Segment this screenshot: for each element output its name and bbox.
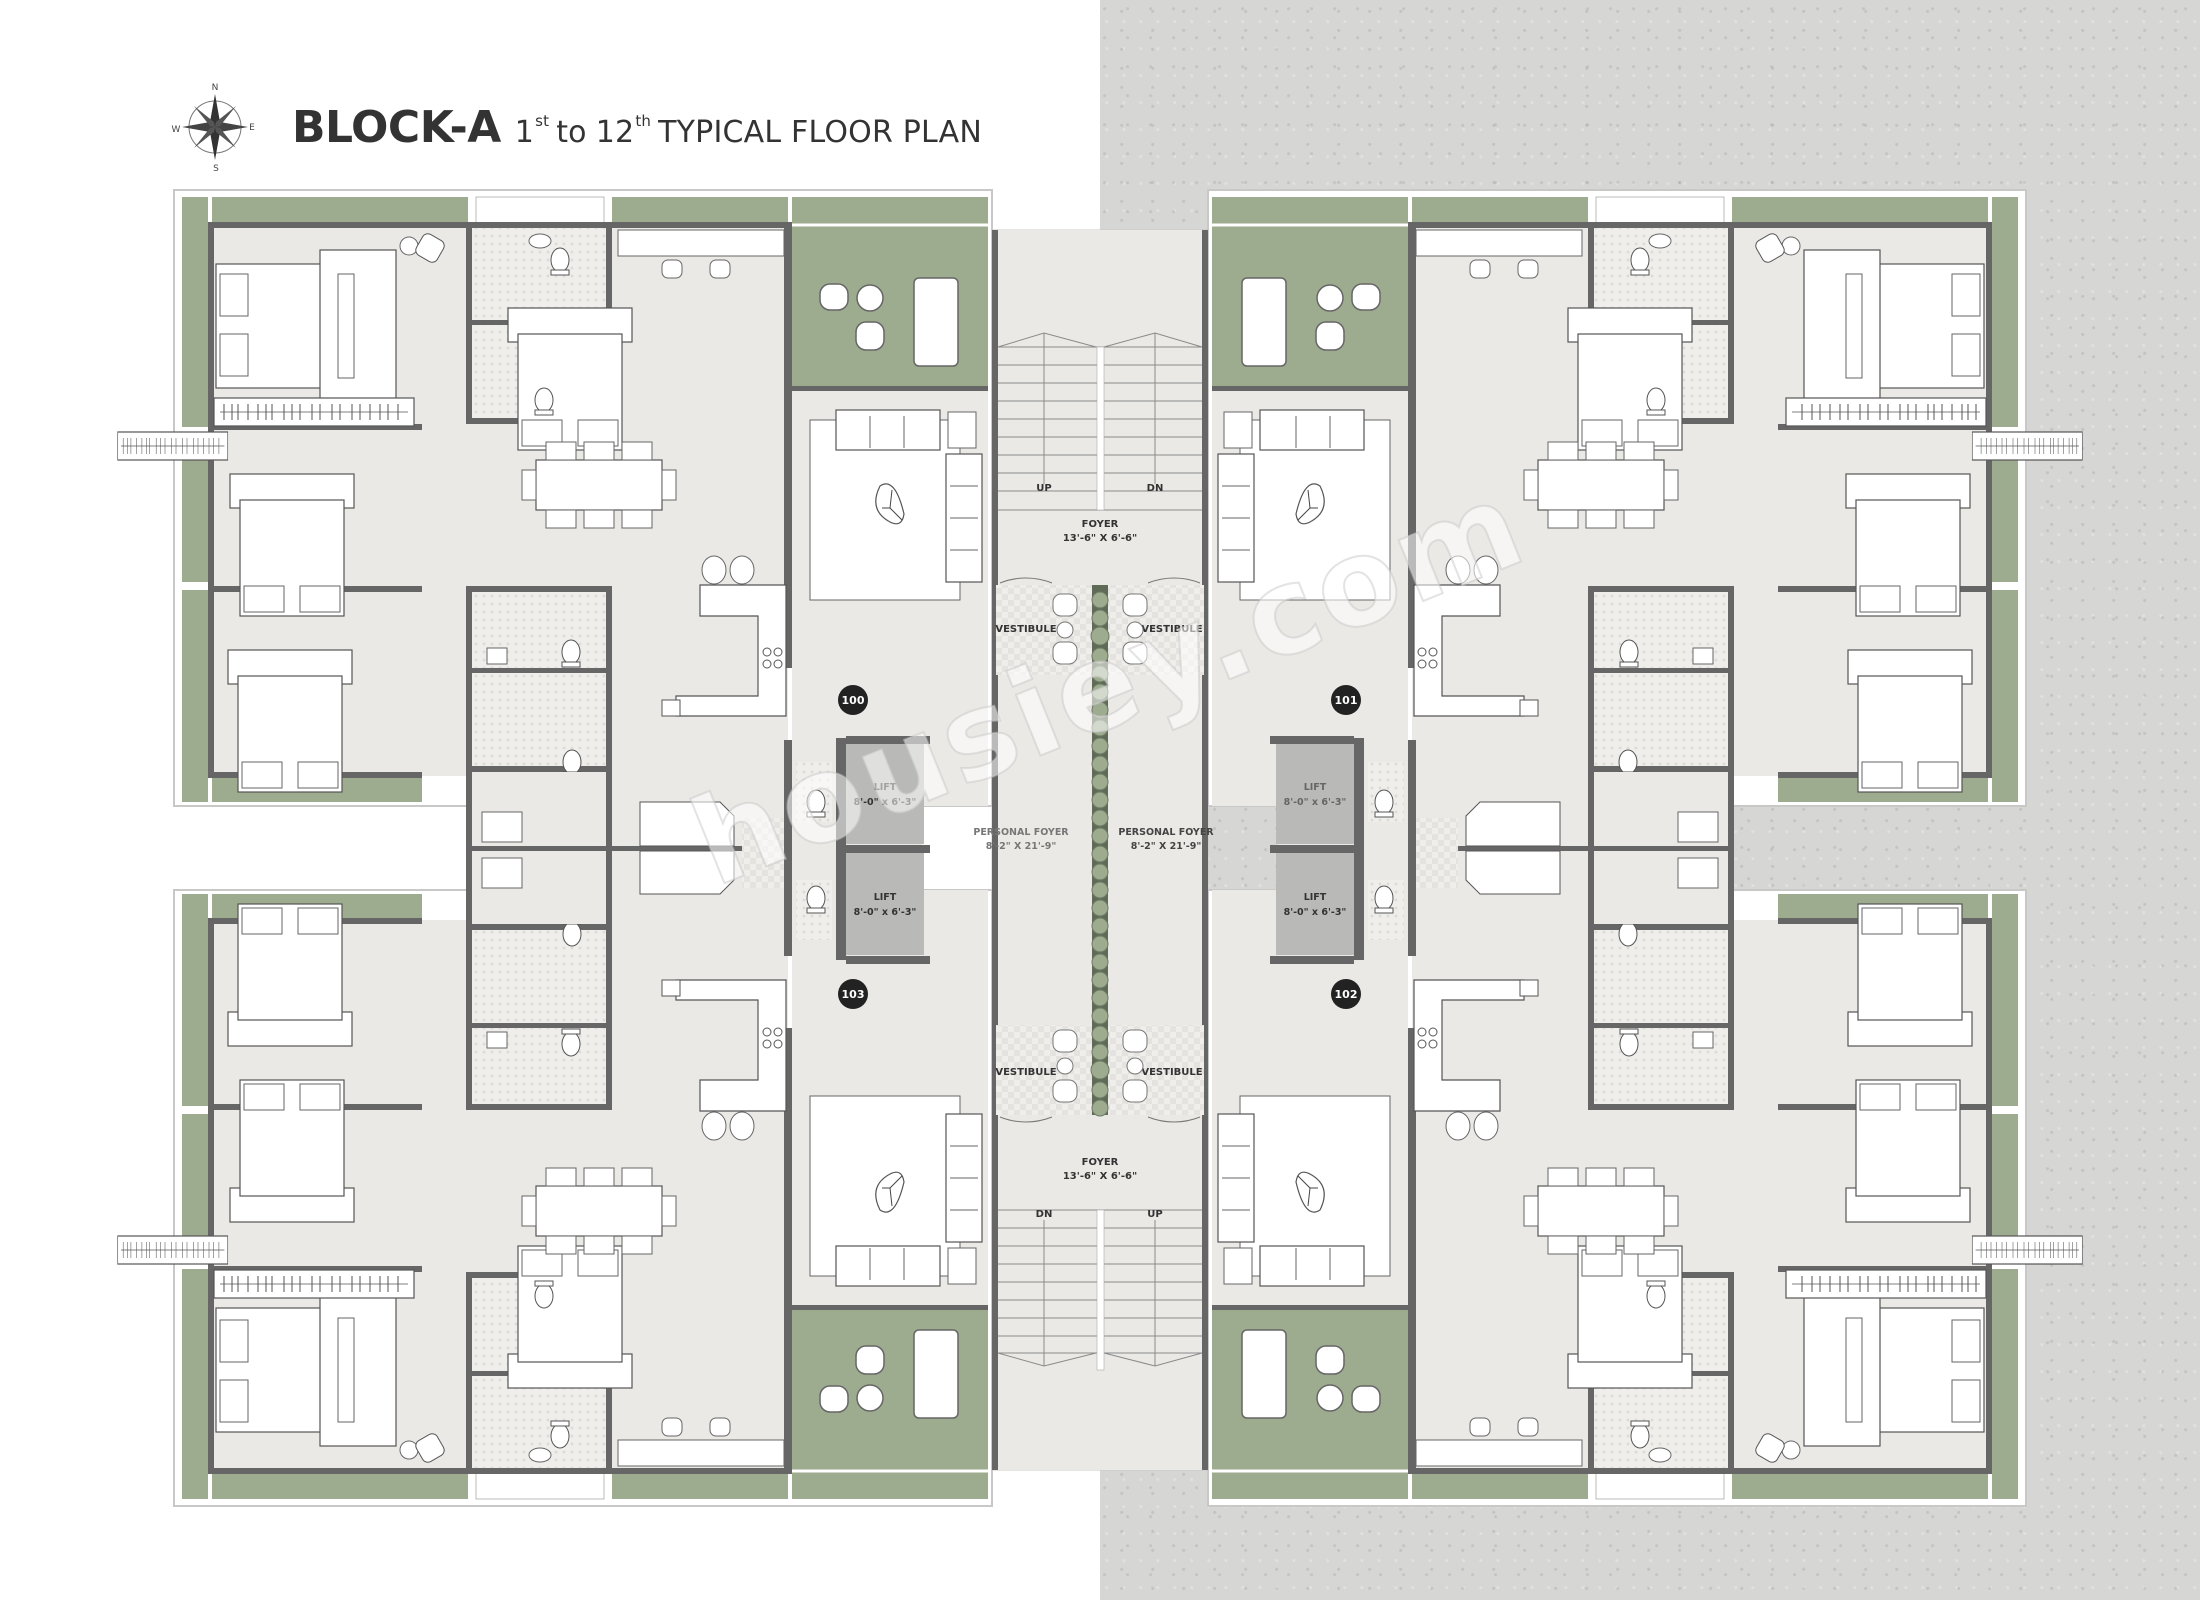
title-to-word: to — [556, 114, 587, 150]
title-to-sup: th — [635, 111, 652, 130]
title-rest: TYPICAL FLOOR PLAN — [658, 114, 982, 150]
compass-rose-icon: N E S W — [170, 82, 260, 172]
lift-3-label: LIFT — [1304, 782, 1327, 793]
foyer-bottom-label: FOYER — [1082, 1157, 1119, 1168]
lift-3 — [1276, 744, 1354, 844]
personal-foyer-right-label: PERSONAL FOYER — [1118, 827, 1214, 838]
lift-4-size: 8'-0" x 6'-3" — [1284, 907, 1347, 918]
personal-foyer-left-label: PERSONAL FOYER — [973, 827, 1069, 838]
lift-2-size: 8'-0" x 6'-3" — [854, 907, 917, 918]
title-from-num: 1 — [514, 114, 535, 150]
foyer-top-label: FOYER — [1082, 519, 1119, 530]
vestibule-top-right: VESTIBULE — [1141, 624, 1202, 635]
title-from-sup: st — [535, 111, 550, 130]
compass-east: E — [249, 123, 255, 133]
lift-2-label: LIFT — [874, 892, 897, 903]
compass-north: N — [212, 83, 219, 93]
lift-1 — [846, 744, 924, 844]
vestibule-top-left: VESTIBULE — [995, 624, 1056, 635]
middle-left-rooms — [466, 740, 796, 956]
personal-foyer-right-size: 8'-2" X 21'-9" — [1131, 841, 1202, 852]
lift-1-size: 8'-0" x 6'-3" — [854, 797, 917, 808]
vestibule-bottom-left: VESTIBULE — [995, 1067, 1056, 1078]
compass-south: S — [213, 164, 219, 172]
stair-bottom-dn-label: DN — [1036, 1209, 1053, 1220]
unit-badge-100: 100 — [838, 685, 868, 715]
lift-4 — [1276, 853, 1354, 955]
title-block: BLOCK-A — [292, 101, 501, 153]
unit-badge-102: 102 — [1331, 979, 1361, 1009]
stair-bottom-up-label: UP — [1147, 1209, 1162, 1220]
personal-foyer-left-size: 8'-2" X 21'-9" — [986, 841, 1057, 852]
core-area: UP DN FOYER 13'-6" X 6'-6" VESTIBULE VES… — [973, 230, 1214, 1470]
stair-top-dn-label: DN — [1147, 483, 1164, 494]
lift-2 — [846, 853, 924, 955]
middle-right-rooms — [1404, 740, 1734, 956]
stair-top-up-label: UP — [1036, 483, 1051, 494]
lobby-right: LIFT 8'-0" x 6'-3" LIFT 8'-0" x 6'-3" — [1270, 675, 1408, 1025]
unit-badge-103: 103 — [838, 979, 868, 1009]
lift-4-label: LIFT — [1304, 892, 1327, 903]
unit-badge-101: 101 — [1331, 685, 1361, 715]
foyer-bottom-size: 13'-6" X 6'-6" — [1063, 1171, 1137, 1182]
vestibule-bottom-right: VESTIBULE — [1141, 1067, 1202, 1078]
lift-1-label: LIFT — [874, 782, 897, 793]
svg-text:100: 100 — [842, 694, 865, 707]
foyer-top-size: 13'-6" X 6'-6" — [1063, 533, 1137, 544]
lift-3-size: 8'-0" x 6'-3" — [1284, 797, 1347, 808]
title-to-num: 12 — [595, 114, 635, 150]
svg-text:102: 102 — [1335, 988, 1358, 1001]
compass-west: W — [172, 125, 181, 135]
svg-text:101: 101 — [1335, 694, 1358, 707]
lobby-left: LIFT 8'-0" x 6'-3" LIFT 8'-0" x 6'-3" — [792, 675, 930, 1025]
svg-text:103: 103 — [842, 988, 865, 1001]
